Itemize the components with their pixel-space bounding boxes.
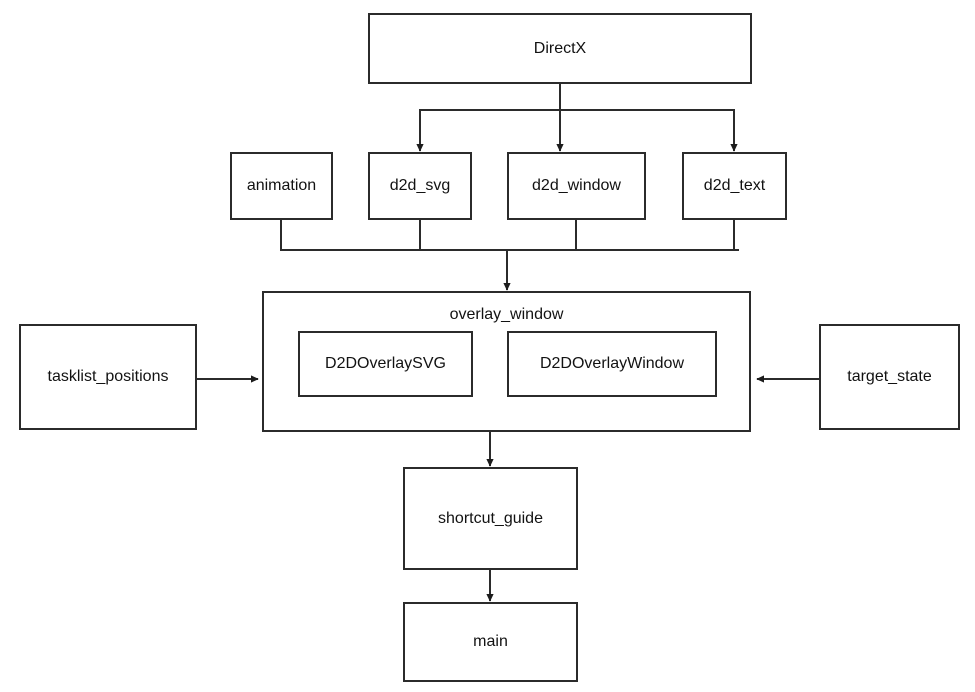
node-shortcut-guide[interactable]: shortcut_guide [403, 467, 578, 570]
node-animation[interactable]: animation [230, 152, 333, 220]
edge-animation-bus [280, 220, 739, 251]
node-animation-label: animation [246, 177, 317, 195]
node-target-state-label: target_state [847, 368, 932, 386]
node-shortcut-guide-label: shortcut_guide [438, 509, 543, 527]
node-d2d-window-label: d2d_window [532, 177, 621, 195]
node-main[interactable]: main [403, 602, 578, 682]
node-overlay-window[interactable]: overlay_window [262, 291, 751, 432]
edge-directx-d2dtext [559, 84, 738, 152]
node-d2doverlaywindow-label: D2DOverlayWindow [539, 355, 685, 373]
edge-directx-d2dsvg [416, 84, 561, 152]
node-tasklist-positions-label: tasklist_positions [47, 368, 169, 386]
node-d2d-window[interactable]: d2d_window [507, 152, 646, 220]
node-directx-label: DirectX [533, 39, 587, 57]
node-d2doverlaysvg[interactable]: D2DOverlaySVG [298, 331, 473, 397]
node-d2doverlaywindow[interactable]: D2DOverlayWindow [507, 331, 717, 397]
node-main-label: main [473, 633, 508, 651]
node-d2d-svg[interactable]: d2d_svg [368, 152, 472, 220]
node-d2d-text[interactable]: d2d_text [682, 152, 787, 220]
node-overlay-window-label: overlay_window [449, 306, 564, 323]
node-directx[interactable]: DirectX [368, 13, 752, 84]
node-d2doverlaysvg-label: D2DOverlaySVG [325, 355, 446, 373]
node-d2d-svg-label: d2d_svg [389, 177, 451, 195]
node-tasklist-positions[interactable]: tasklist_positions [19, 324, 197, 430]
node-target-state[interactable]: target_state [819, 324, 960, 430]
node-d2d-text-label: d2d_text [703, 177, 766, 195]
